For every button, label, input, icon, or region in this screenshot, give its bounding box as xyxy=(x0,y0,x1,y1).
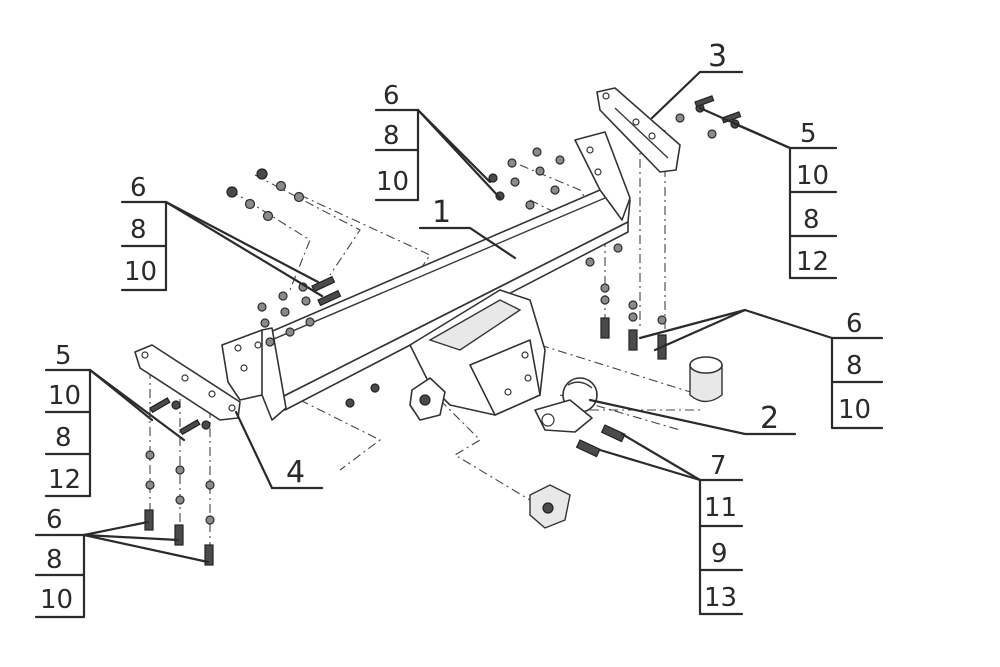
stack-top-left-item-3: 10 xyxy=(124,257,157,287)
stack-top-left-item-2: 8 xyxy=(130,215,147,245)
part-label-3: 3 xyxy=(708,39,727,74)
stack-top-right-item-2: 10 xyxy=(796,161,829,191)
crossbeam-part-1 xyxy=(221,131,631,421)
fastener-group-left-beam xyxy=(257,275,380,408)
stack-left-lower-item-3: 10 xyxy=(40,585,73,615)
stack-top-right-item-4: 12 xyxy=(796,247,829,277)
leader-lines xyxy=(82,70,834,564)
part-label-4: 4 xyxy=(286,455,305,490)
stack-top-center-item-3: 10 xyxy=(376,167,409,197)
stack-top-right-item-3: 8 xyxy=(803,205,820,235)
stack-top-right-item-1: 5 xyxy=(800,119,817,149)
stack-left-upper-item-3: 8 xyxy=(55,423,72,453)
stack-bottom-right-item-3: 9 xyxy=(711,539,728,569)
stack-left-upper-item-4: 12 xyxy=(48,465,81,495)
stack-left-lower-item-2: 8 xyxy=(46,545,63,575)
stack-left-upper-item-2: 10 xyxy=(48,381,81,411)
stack-left-lower: 6 8 10 xyxy=(34,505,86,619)
tow-ball-part-2 xyxy=(534,377,598,433)
fastener-group-right-vertical xyxy=(585,243,667,360)
stack-bottom-right-item-1: 7 xyxy=(710,451,727,481)
stack-bottom-right-item-4: 13 xyxy=(704,583,737,613)
fastener-group-top-left xyxy=(226,168,305,222)
mounting-plate-part-3 xyxy=(596,87,681,173)
stack-left-upper-item-1: 5 xyxy=(55,341,72,371)
stack-left-lower-item-1: 6 xyxy=(46,505,63,535)
stack-top-left: 6 8 10 xyxy=(120,173,168,292)
fastener-group-top-center xyxy=(488,147,565,210)
fastener-group-bottom xyxy=(575,424,626,458)
stack-bottom-right: 7 11 9 13 xyxy=(698,451,744,616)
fastener-group-left-vertical xyxy=(144,397,215,566)
stack-mid-right-item-2: 8 xyxy=(846,351,863,381)
stack-bottom-right-item-2: 11 xyxy=(704,493,737,523)
stack-top-center-item-2: 8 xyxy=(383,121,400,151)
part-label-2: 2 xyxy=(760,401,779,436)
stack-top-right: 5 10 8 12 xyxy=(788,119,838,280)
stack-mid-right-item-3: 10 xyxy=(838,395,871,425)
stack-top-center-item-1: 6 xyxy=(383,81,400,111)
socket-bracket xyxy=(529,484,571,529)
stack-mid-right-item-1: 6 xyxy=(846,309,863,339)
socket-cylinder xyxy=(689,356,723,403)
stack-left-upper: 5 10 8 12 xyxy=(44,341,92,498)
part-label-1: 1 xyxy=(432,195,451,230)
stack-top-left-item-1: 6 xyxy=(130,173,147,203)
fastener-group-top-right xyxy=(675,95,742,139)
stack-top-center: 6 8 10 xyxy=(374,81,420,202)
stack-mid-right: 6 8 10 xyxy=(830,309,884,430)
